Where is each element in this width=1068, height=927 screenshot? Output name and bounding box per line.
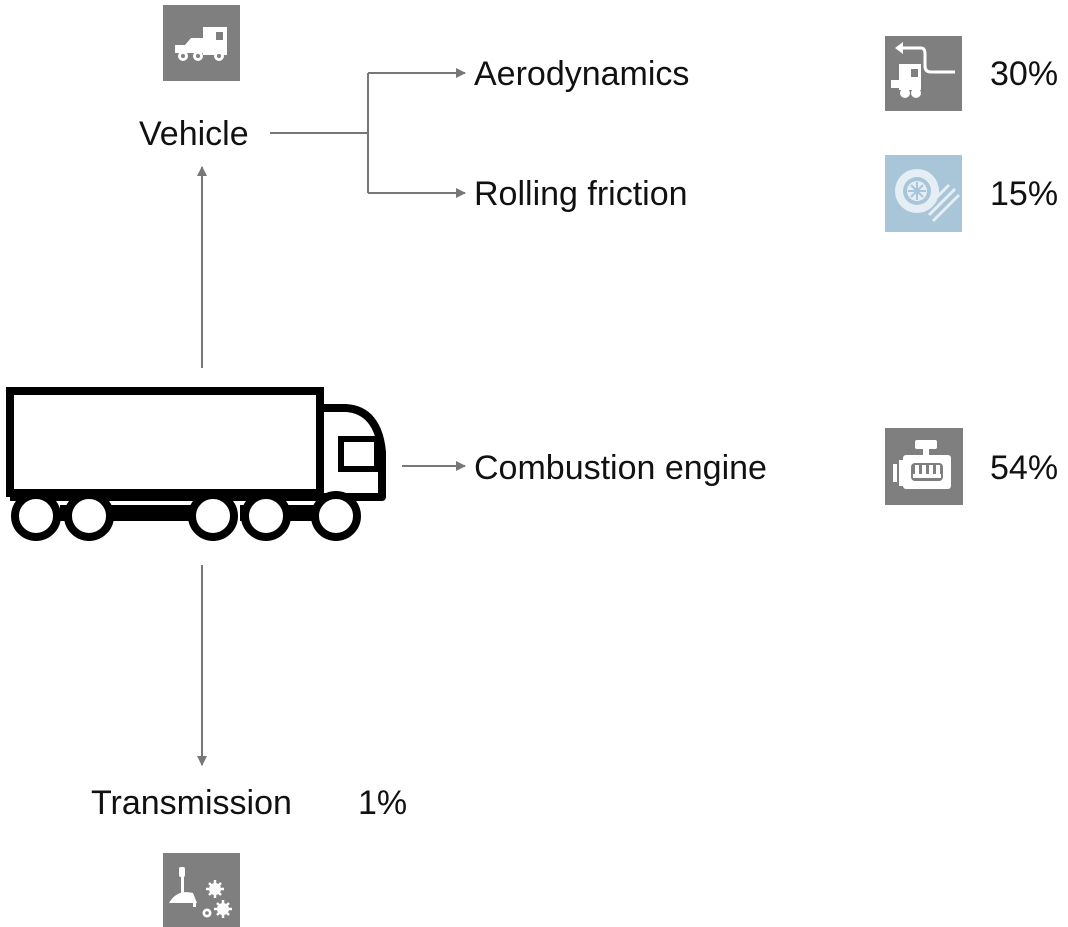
- transmission-percent: 1%: [358, 784, 408, 822]
- combustion-engine-label: Combustion engine: [474, 449, 767, 487]
- vehicle-label: Vehicle: [139, 115, 249, 153]
- connectors: [197, 68, 466, 766]
- engine-icon: [885, 428, 963, 505]
- airflow-truck-icon: [885, 36, 962, 111]
- combustion-engine-percent: 54%: [990, 449, 1059, 487]
- rolling-friction-label: Rolling friction: [474, 175, 688, 213]
- tire-icon: [885, 155, 962, 232]
- truck-cab-icon: [163, 5, 240, 81]
- aerodynamics-label: Aerodynamics: [474, 55, 690, 93]
- aerodynamics-percent: 30%: [990, 55, 1059, 93]
- rolling-friction-percent: 15%: [990, 175, 1059, 213]
- gear-shift-icon: [163, 853, 240, 927]
- transmission-label: Transmission: [91, 784, 292, 822]
- truck-icon: [6, 387, 386, 541]
